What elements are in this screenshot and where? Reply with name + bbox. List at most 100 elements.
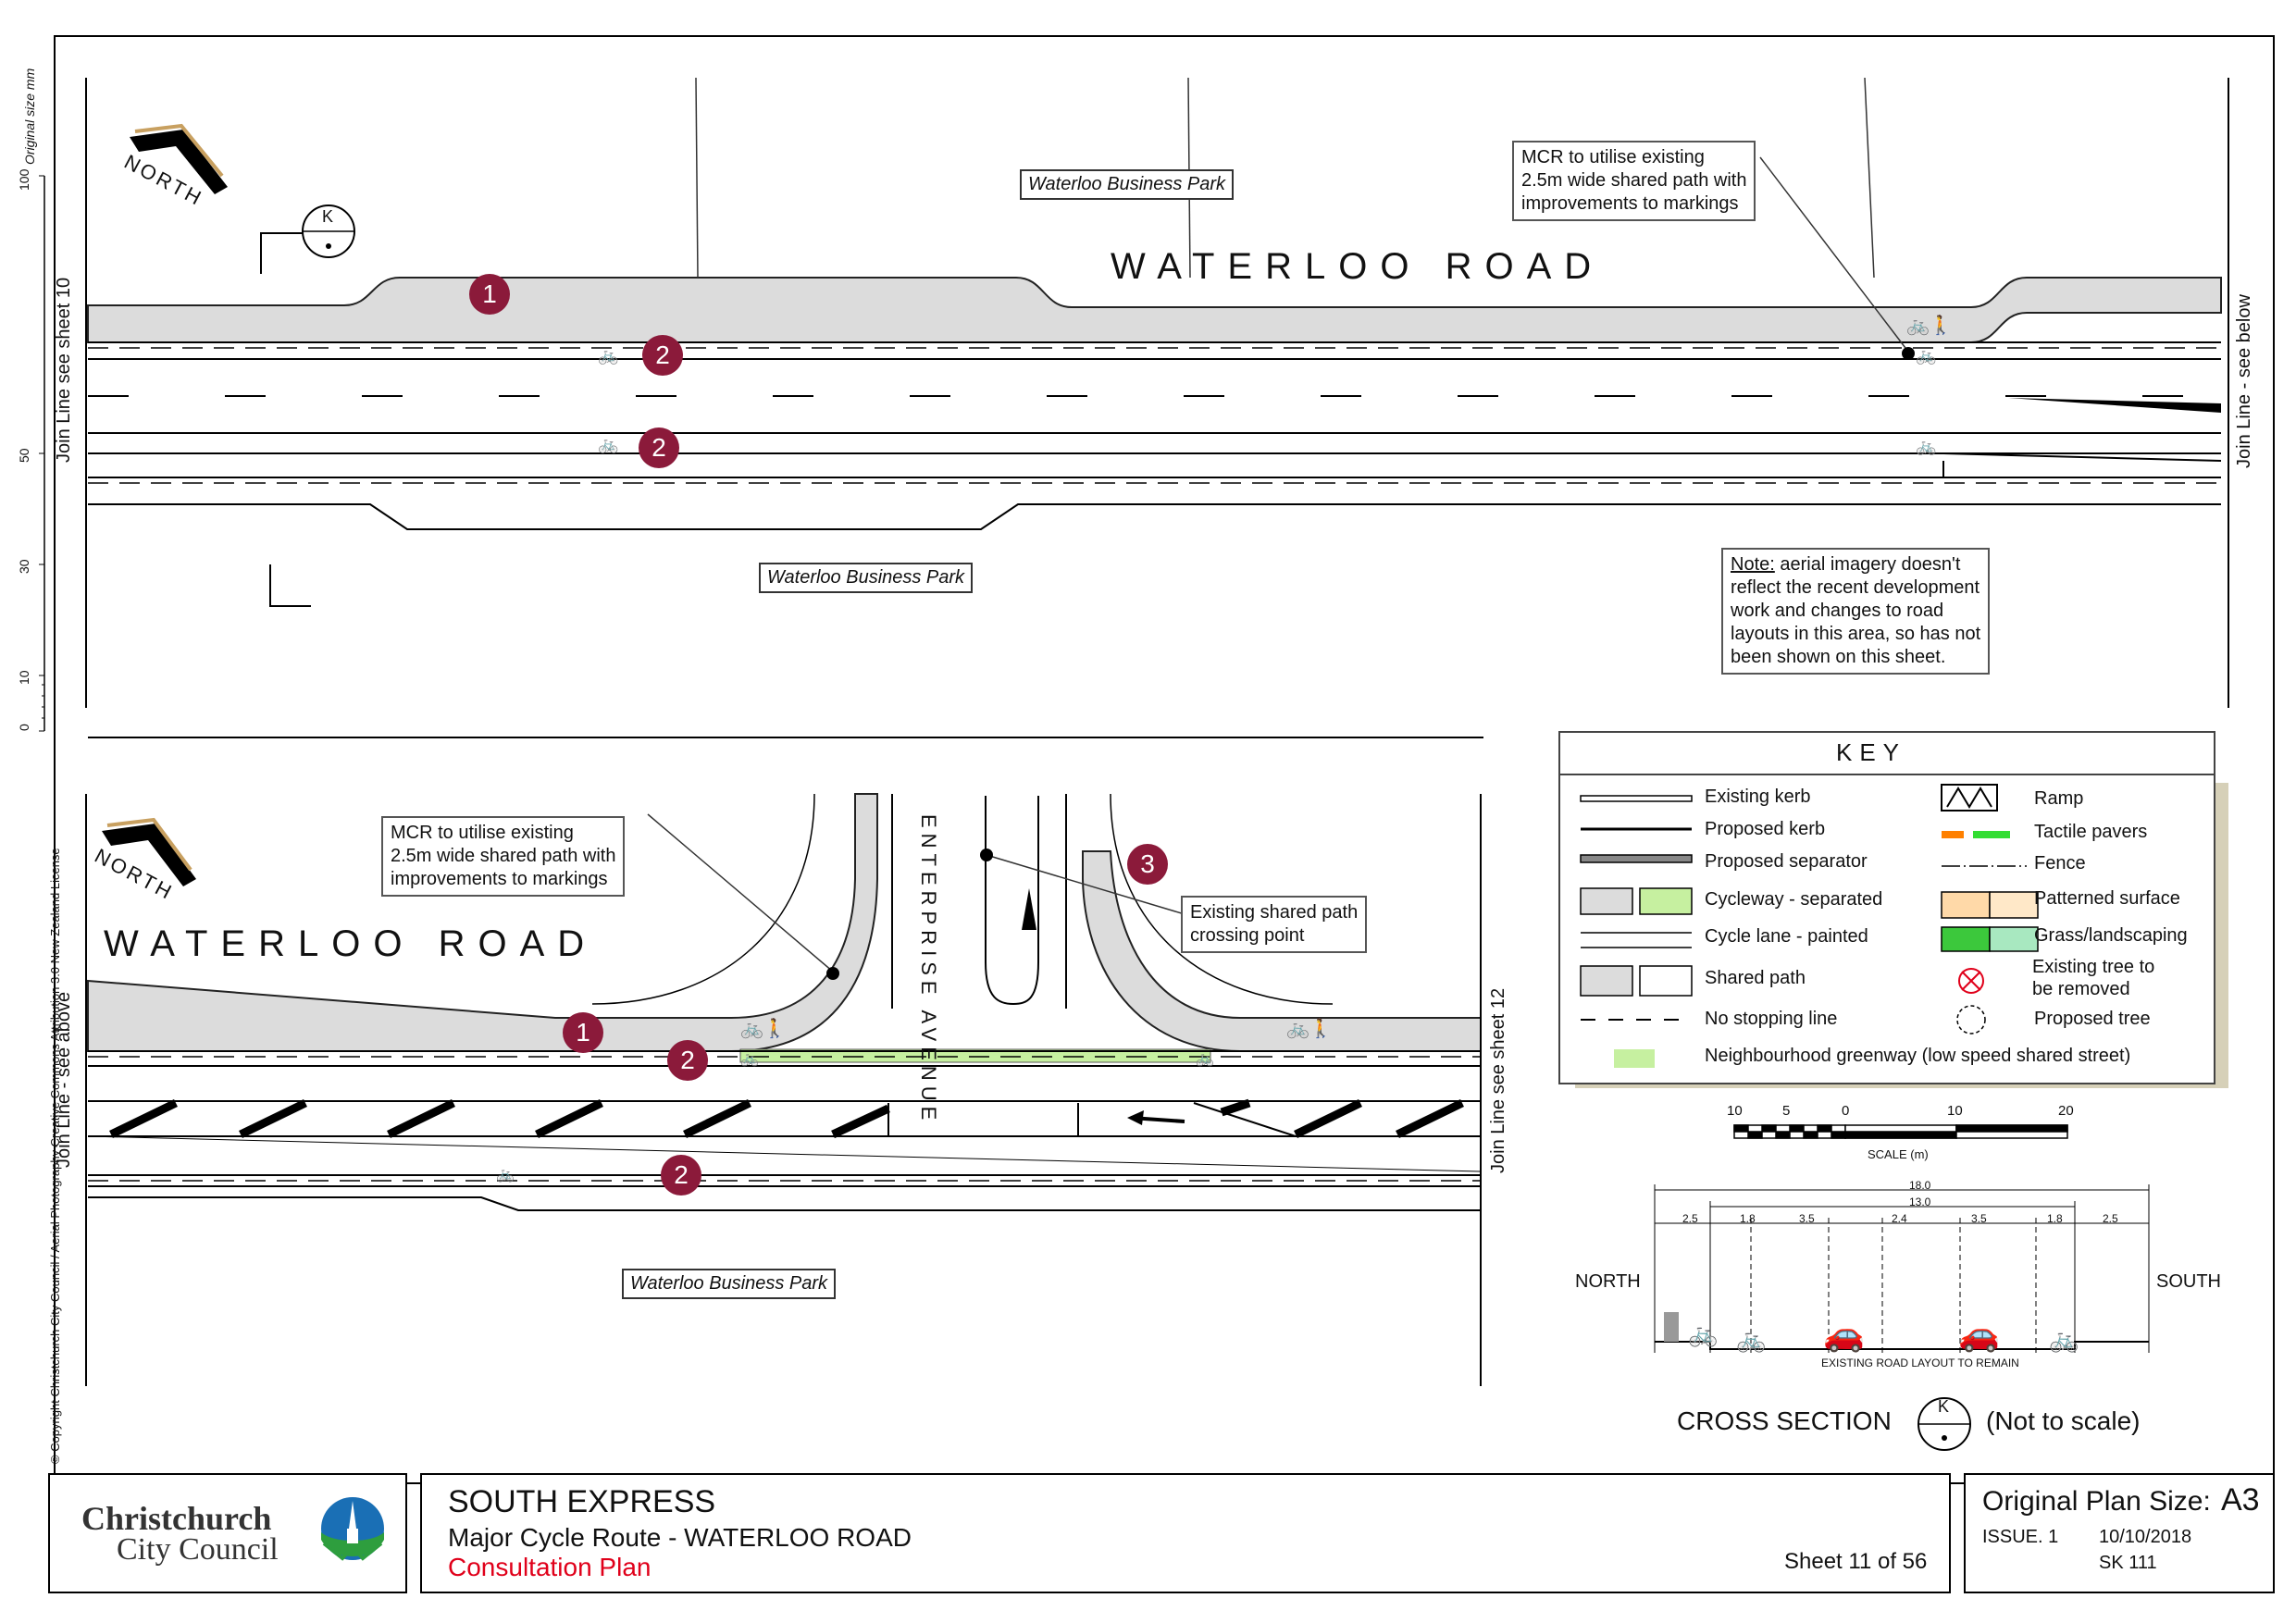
crossing-callout-line1: Existing shared path bbox=[1190, 902, 1359, 923]
bottom-road-name: WATERLOO ROAD bbox=[104, 923, 598, 964]
business-park-label-mid: Waterloo Business Park bbox=[759, 563, 974, 593]
top-north-footpath bbox=[87, 277, 2222, 343]
top-mcr-callout-line2: 2.5m wide shared path with bbox=[1521, 170, 1747, 191]
business-park-label-top: Waterloo Business Park bbox=[1020, 169, 1235, 200]
svg-text:🚲: 🚲 bbox=[598, 346, 618, 365]
council-logo-box: Christchurch City Council bbox=[48, 1473, 407, 1593]
key-fence: Fence bbox=[2034, 853, 2086, 873]
original-size-ruler bbox=[39, 175, 45, 732]
top-join-line-left: Join Line see sheet 10 bbox=[54, 277, 74, 463]
cs-seg-3: 3.5 bbox=[1799, 1212, 1815, 1225]
cs-seg-4: 2.4 bbox=[1892, 1212, 1907, 1225]
issue-date: 10/10/2018 bbox=[2099, 1527, 2192, 1547]
council-name-line1: Christchurch bbox=[81, 1500, 272, 1537]
greenway-strip bbox=[739, 1048, 1211, 1063]
plan-type: Consultation Plan bbox=[448, 1553, 652, 1581]
cs-k-symbol bbox=[1917, 1397, 1971, 1451]
plan-size-value: A3 bbox=[2221, 1482, 2260, 1518]
cs-seg-7: 2.5 bbox=[2103, 1212, 2118, 1225]
cs-not-to-scale: (Not to scale) bbox=[1986, 1406, 2141, 1435]
top-road-name: WATERLOO ROAD bbox=[1111, 246, 1605, 287]
note-title: Note: bbox=[1731, 554, 1775, 575]
marker-2-top-south[interactable]: 2 bbox=[639, 427, 679, 468]
top-join-line-right: Join Line - see below bbox=[2234, 294, 2254, 468]
council-name-line2: City Council bbox=[117, 1532, 279, 1567]
cs-seg-1: 2.5 bbox=[1682, 1212, 1698, 1225]
business-park-label-bottom: Waterloo Business Park bbox=[622, 1269, 837, 1299]
key-ramp: Ramp bbox=[2034, 788, 2084, 809]
key-grass-landscaping: Grass/landscaping bbox=[2034, 925, 2188, 946]
cs-seg-2: 1.8 bbox=[1740, 1212, 1756, 1225]
marker-3-bottom[interactable]: 3 bbox=[1127, 844, 1168, 885]
top-mcr-callout: MCR to utilise existing 2.5m wide shared… bbox=[1512, 141, 1756, 221]
key-title-bar bbox=[1558, 731, 2215, 775]
key-cycle-lane-painted: Cycle lane - painted bbox=[1705, 926, 1868, 947]
svg-text:🚲: 🚲 bbox=[1916, 346, 1936, 365]
bottom-join-line-left: Join Line - see above bbox=[54, 991, 74, 1168]
bottom-west-footpath bbox=[87, 793, 878, 1052]
top-k-letter: K bbox=[322, 207, 334, 226]
bottom-mcr-callout-line2: 2.5m wide shared path with bbox=[391, 846, 616, 866]
cs-total-width: 18.0 bbox=[1909, 1179, 1931, 1192]
key-symbols bbox=[1580, 784, 2039, 1068]
key-proposed-separator: Proposed separator bbox=[1705, 851, 1868, 872]
cs-note: EXISTING ROAD LAYOUT TO REMAIN bbox=[1821, 1357, 2019, 1369]
crossing-point-callout: Existing shared path crossing point bbox=[1181, 896, 1368, 953]
note-line2: reflect the recent development bbox=[1731, 577, 1980, 598]
note-line3: work and changes to road bbox=[1731, 601, 1944, 621]
cross-section-drawing: 🚲 🚲 🚗 🚗 🚲 bbox=[1654, 1184, 2150, 1353]
crossing-callout-line2: crossing point bbox=[1190, 925, 1305, 946]
marker-1-top[interactable]: 1 bbox=[469, 274, 510, 315]
issue-number: ISSUE. 1 bbox=[1982, 1527, 2059, 1547]
drawing-code: SK 111 bbox=[2099, 1553, 2157, 1573]
plan-size-label: Original Plan Size: bbox=[1982, 1486, 2211, 1517]
bottom-join-line-right: Join Line see sheet 12 bbox=[1488, 987, 1508, 1173]
imagery-note: Note: aerial imagery doesn't reflect the… bbox=[1721, 548, 1991, 675]
marker-2-top-north[interactable]: 2 bbox=[642, 335, 683, 376]
bottom-mcr-callout-line3: improvements to markings bbox=[391, 869, 608, 889]
svg-text:🚲: 🚲 bbox=[1916, 437, 1936, 455]
svg-text:🚲: 🚲 bbox=[740, 1051, 759, 1067]
key-patterned-surface: Patterned surface bbox=[2034, 888, 2180, 909]
bottom-plan-drawing: 🚲🚶 🚲🚶 🚲 🚲 🚲 bbox=[85, 793, 1482, 1386]
cs-k-letter: K bbox=[1938, 1397, 1950, 1416]
plan-divider bbox=[88, 737, 1483, 738]
svg-text:🚗: 🚗 bbox=[1958, 1315, 2000, 1353]
route-name: Major Cycle Route - WATERLOO ROAD bbox=[448, 1523, 912, 1552]
scale-tick-10: 10 bbox=[1947, 1103, 1963, 1119]
top-mcr-callout-line3: improvements to markings bbox=[1521, 193, 1739, 214]
key-shared-path: Shared path bbox=[1705, 968, 1806, 988]
project-title-box: SOUTH EXPRESS Major Cycle Route - WATERL… bbox=[420, 1473, 1951, 1593]
note-line5: been shown on this sheet. bbox=[1731, 647, 1946, 667]
cs-seg-6: 1.8 bbox=[2047, 1212, 2063, 1225]
sheet-number: Sheet 11 of 56 bbox=[1784, 1549, 1928, 1574]
marker-2-bottom-south[interactable]: 2 bbox=[661, 1155, 701, 1196]
svg-text:🚲🚶: 🚲🚶 bbox=[740, 1017, 787, 1039]
key-existing-tree-line2: be removed bbox=[2032, 979, 2130, 999]
svg-text:🚲: 🚲 bbox=[496, 1167, 515, 1183]
key-title: KEY bbox=[1836, 738, 1907, 766]
scale-tick-5: 5 bbox=[1782, 1103, 1791, 1119]
cs-north-label: NORTH bbox=[1575, 1271, 1641, 1292]
cs-title: CROSS SECTION bbox=[1677, 1406, 1892, 1435]
scale-label: SCALE (m) bbox=[1868, 1147, 1929, 1161]
svg-text:🚲: 🚲 bbox=[1736, 1325, 1766, 1353]
svg-text:🚗: 🚗 bbox=[1823, 1315, 1865, 1353]
note-line1: aerial imagery doesn't bbox=[1774, 554, 1961, 575]
top-mcr-callout-line1: MCR to utilise existing bbox=[1521, 147, 1705, 167]
key-neighbourhood-greenway: Neighbourhood greenway (low speed shared… bbox=[1705, 1046, 2131, 1066]
svg-text:🚲🚶: 🚲🚶 bbox=[1286, 1017, 1333, 1039]
bottom-mcr-callout: MCR to utilise existing 2.5m wide shared… bbox=[381, 816, 626, 897]
marker-1-bottom[interactable]: 1 bbox=[563, 1012, 603, 1053]
enterprise-avenue-label: ENTERPRISE AVENUE bbox=[917, 814, 940, 1126]
bottom-mcr-callout-line1: MCR to utilise existing bbox=[391, 823, 574, 843]
marker-2-bottom-north[interactable]: 2 bbox=[667, 1040, 708, 1081]
svg-text:🚲: 🚲 bbox=[1196, 1051, 1214, 1067]
cs-carriageway-width: 13.0 bbox=[1909, 1196, 1931, 1208]
cs-seg-5: 3.5 bbox=[1971, 1212, 1987, 1225]
scale-tick-0: 0 bbox=[1842, 1103, 1850, 1119]
top-north-arrow bbox=[130, 123, 228, 194]
key-cycleway-separated: Cycleway - separated bbox=[1705, 889, 1883, 910]
council-logo-icon bbox=[321, 1497, 384, 1561]
scale-tick-20: 20 bbox=[2058, 1103, 2074, 1119]
